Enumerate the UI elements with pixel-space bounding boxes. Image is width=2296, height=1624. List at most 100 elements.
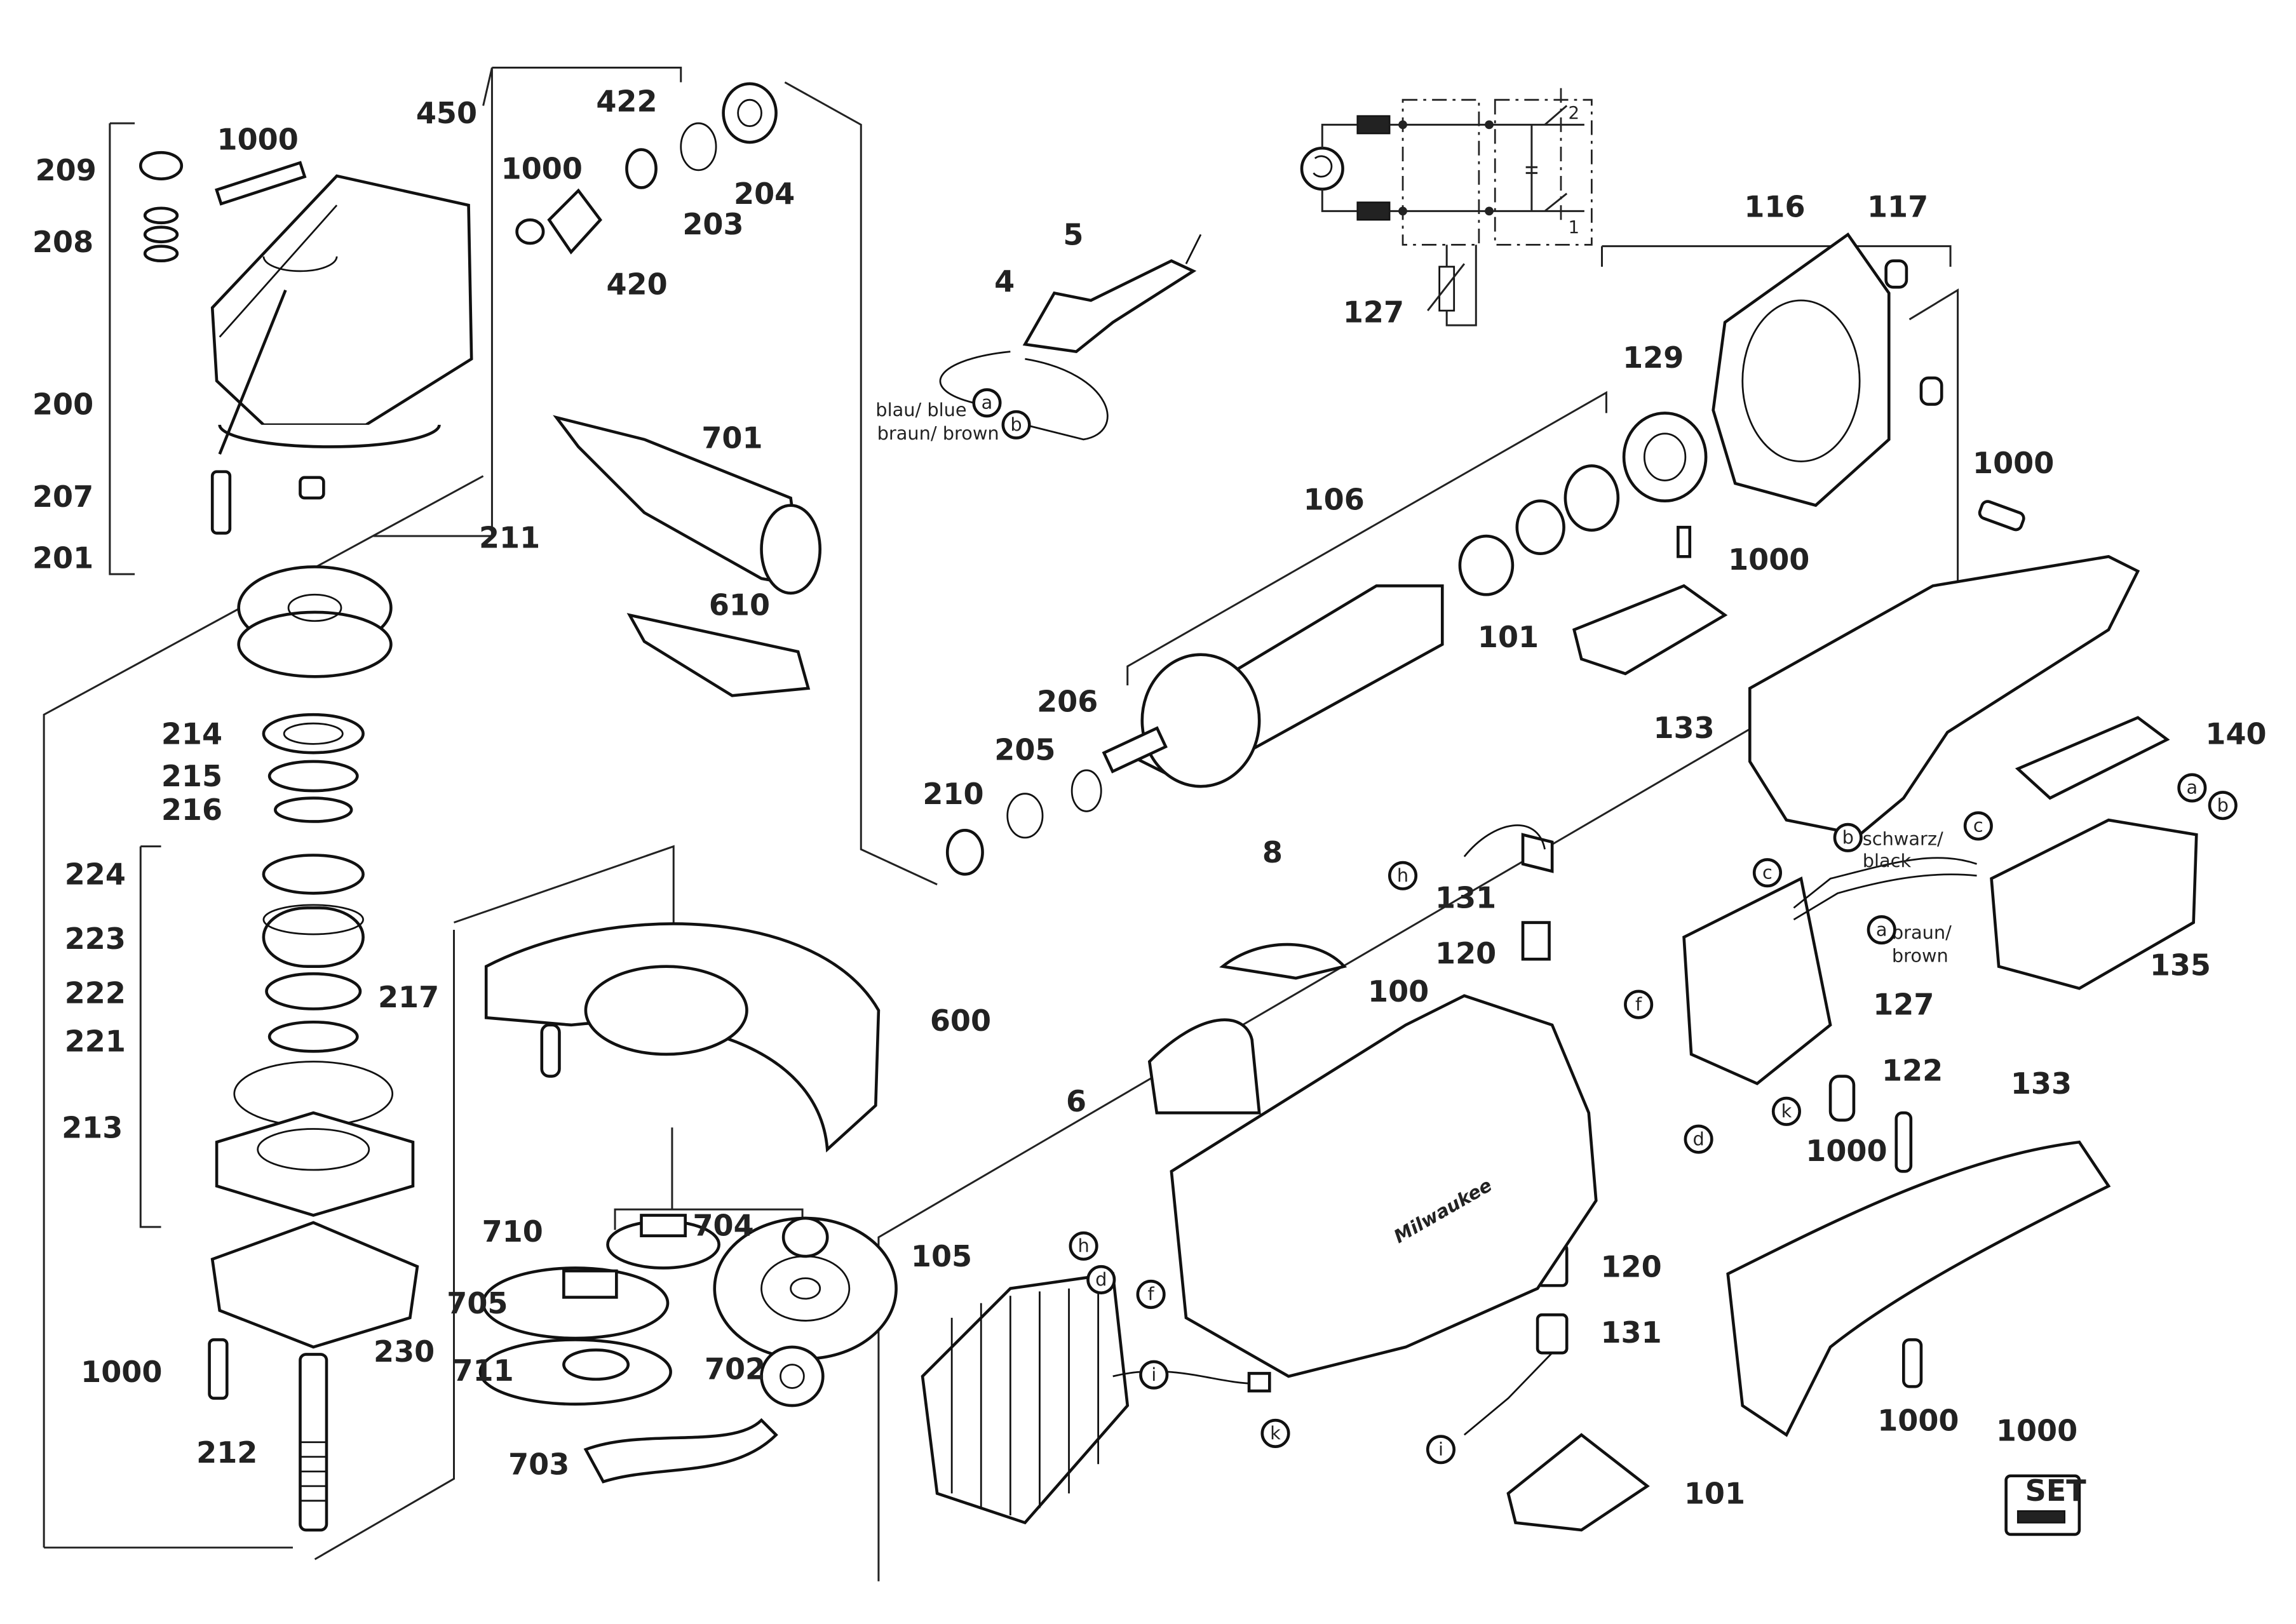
wire-note: schwarz/ bbox=[1863, 828, 1943, 849]
part-label: 204 bbox=[734, 177, 795, 211]
wire-note: blau/ blue bbox=[875, 399, 966, 420]
part-label: 216 bbox=[161, 793, 222, 827]
part-label: 100 bbox=[1368, 974, 1429, 1009]
part-label: 705 bbox=[447, 1286, 508, 1320]
part-label: 205 bbox=[994, 733, 1055, 767]
wire-note: braun/ bbox=[1892, 922, 1952, 943]
part-label: 207 bbox=[32, 480, 93, 514]
svg-text:a: a bbox=[1876, 918, 1887, 940]
part-label: 1000 bbox=[501, 152, 583, 186]
part-label: 703 bbox=[508, 1447, 569, 1481]
part-label: 1000 bbox=[81, 1355, 162, 1389]
svg-text:c: c bbox=[1973, 815, 1983, 836]
part-label: 135 bbox=[2150, 948, 2211, 982]
connector-letter: h bbox=[1388, 861, 1418, 890]
part-label: 221 bbox=[65, 1024, 126, 1058]
gear-head-parts bbox=[138, 151, 473, 1532]
part-label: 140 bbox=[2205, 716, 2266, 751]
part-label: 106 bbox=[1304, 483, 1365, 517]
part-label: 1000 bbox=[1973, 446, 2054, 480]
connector-letter: a bbox=[972, 388, 1002, 418]
connector-letter: d bbox=[1684, 1124, 1713, 1154]
part-label: 215 bbox=[161, 759, 222, 793]
svg-text:c: c bbox=[1762, 861, 1773, 883]
part-label: 1000 bbox=[1877, 1403, 1959, 1437]
part-label: 704 bbox=[693, 1209, 754, 1243]
part-label: 133 bbox=[1653, 711, 1714, 745]
part-label: 203 bbox=[682, 207, 743, 241]
part-label: 1000 bbox=[1728, 542, 1809, 577]
part-label: 133 bbox=[2011, 1066, 2072, 1101]
set-badge-text: SET bbox=[2025, 1473, 2087, 1508]
connector-letter: b bbox=[2208, 791, 2238, 821]
connector-letter: a bbox=[1867, 915, 1896, 945]
svg-text:k: k bbox=[1270, 1422, 1281, 1444]
part-label: 610 bbox=[709, 587, 770, 622]
part-label: 600 bbox=[930, 1003, 991, 1038]
part-label: 213 bbox=[62, 1110, 123, 1144]
part-label: 1000 bbox=[217, 123, 299, 157]
switch-position-1: 1 bbox=[1568, 217, 1579, 238]
svg-text:b: b bbox=[1842, 826, 1854, 848]
part-label: 711 bbox=[453, 1353, 514, 1388]
set-badge: SET bbox=[2004, 1473, 2087, 1536]
part-label: 131 bbox=[1435, 880, 1496, 915]
wire-note: braun/ brown bbox=[877, 422, 999, 444]
connector-letter: f bbox=[1136, 1279, 1166, 1309]
svg-text:b: b bbox=[2217, 794, 2229, 815]
part-label: 210 bbox=[922, 777, 983, 811]
part-label: 222 bbox=[65, 976, 126, 1010]
part-label: 211 bbox=[479, 520, 540, 554]
svg-text:a: a bbox=[2187, 777, 2198, 798]
part-label: 217 bbox=[378, 980, 439, 1014]
part-label: 122 bbox=[1882, 1053, 1943, 1087]
svg-text:b: b bbox=[1010, 413, 1022, 435]
part-label: 127 bbox=[1343, 295, 1404, 330]
part-label: 117 bbox=[1867, 190, 1928, 224]
part-label: 450 bbox=[416, 96, 477, 130]
switch-position-2: 2 bbox=[1568, 102, 1579, 123]
svg-text:h: h bbox=[1077, 1235, 1089, 1256]
part-label: 214 bbox=[161, 716, 222, 751]
motor-housing-and-stator: Milwaukee bbox=[921, 943, 1598, 1525]
rear-housing-parts bbox=[1463, 500, 2198, 1532]
svg-text:h: h bbox=[1397, 864, 1408, 886]
part-label: 209 bbox=[36, 153, 97, 187]
part-label: 1000 bbox=[1996, 1413, 2077, 1447]
part-label: 702 bbox=[705, 1352, 766, 1386]
part-label: 105 bbox=[911, 1239, 972, 1273]
svg-text:d: d bbox=[1692, 1128, 1704, 1150]
part-label: 116 bbox=[1744, 190, 1805, 224]
part-label: 101 bbox=[1478, 620, 1539, 654]
connector-letter: c bbox=[1752, 858, 1782, 888]
svg-text:i: i bbox=[1151, 1364, 1156, 1385]
connector-letter: b bbox=[1001, 410, 1031, 440]
part-label: 129 bbox=[1623, 340, 1684, 375]
connector-letter: a bbox=[2177, 773, 2207, 803]
connector-letter: k bbox=[1771, 1096, 1801, 1126]
wire-note: black bbox=[1863, 850, 1912, 871]
part-label: 120 bbox=[1601, 1249, 1662, 1284]
part-label: 208 bbox=[32, 225, 93, 259]
connector-letter: b bbox=[1833, 822, 1863, 852]
svg-text:k: k bbox=[1781, 1100, 1792, 1122]
svg-text:f: f bbox=[1635, 993, 1642, 1015]
svg-text:a: a bbox=[982, 392, 993, 413]
part-label: 5 bbox=[1063, 217, 1083, 252]
part-label: 230 bbox=[374, 1334, 435, 1369]
connector-letter: f bbox=[1624, 990, 1654, 1019]
part-label: 224 bbox=[65, 857, 126, 892]
connector-letter: c bbox=[1963, 811, 1993, 841]
connector-letter: i bbox=[1139, 1360, 1169, 1390]
guard-and-flanges bbox=[478, 922, 898, 1484]
svg-text:i: i bbox=[1438, 1438, 1443, 1460]
part-label: 101 bbox=[1684, 1477, 1745, 1511]
part-label: 201 bbox=[32, 541, 93, 575]
pinion-and-handle bbox=[515, 82, 822, 697]
cord-and-strain-relief bbox=[939, 234, 1202, 441]
armature-and-bearings bbox=[945, 232, 1943, 876]
